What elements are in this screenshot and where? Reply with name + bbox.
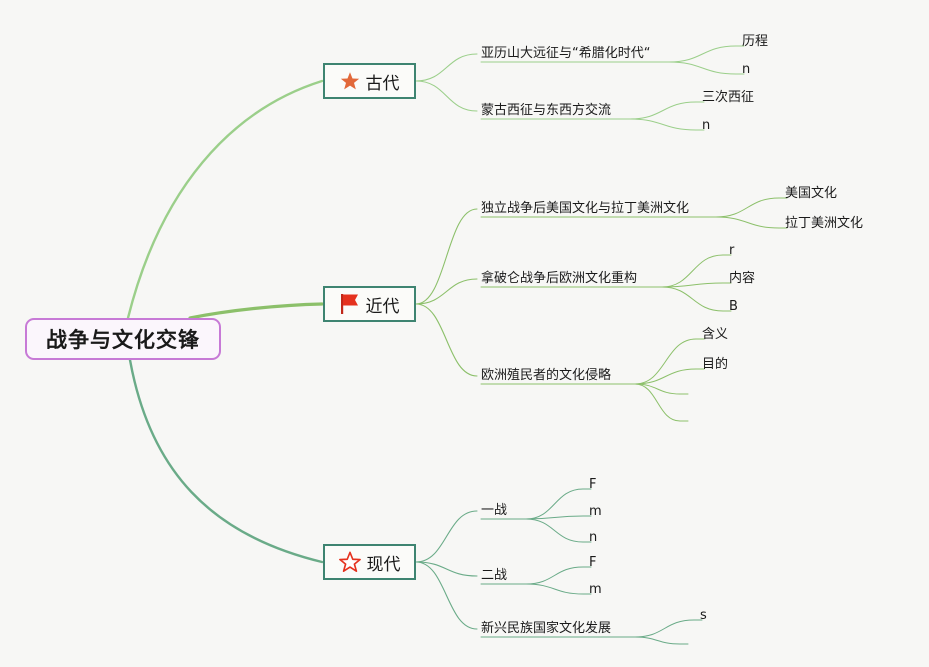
topic-new-nations[interactable]: 新兴民族国家文化发展 [481, 621, 612, 636]
connector-line [415, 561, 478, 630]
connector-line [415, 303, 478, 377]
leaf-item[interactable]: 三次西征 [702, 90, 755, 105]
connector-line [634, 636, 681, 645]
connector-line [668, 45, 737, 63]
connector-line [415, 561, 478, 577]
connector-line [661, 254, 724, 288]
leaf-item[interactable]: r [729, 243, 735, 258]
leaf-item[interactable]: 含义 [702, 327, 729, 342]
root-topic-label: 战争与文化交锋 [46, 328, 200, 352]
connector-line [661, 282, 724, 288]
leaf-item[interactable]: 美国文化 [785, 186, 838, 201]
era-label: 近代 [365, 296, 400, 317]
connector-line [188, 302, 324, 320]
connector-line [629, 118, 697, 131]
leaf-item[interactable]: 拉丁美洲文化 [785, 216, 864, 231]
leaf-item[interactable]: 内容 [729, 271, 756, 286]
connector-line [415, 510, 478, 563]
connector-line [525, 488, 584, 520]
connector-line [415, 53, 478, 82]
connector-line [661, 286, 724, 312]
connector-line [126, 79, 324, 320]
leaf-item[interactable]: n [589, 530, 598, 545]
leaf-item[interactable]: 历程 [742, 34, 769, 49]
topic-independence[interactable]: 独立战争后美国文化与拉丁美洲文化 [481, 201, 690, 216]
connector-line [415, 208, 478, 305]
connector-line [128, 358, 324, 564]
connector-line [634, 619, 695, 638]
connector-line [525, 566, 584, 585]
leaf-item[interactable]: 目的 [702, 357, 729, 372]
leaf-item[interactable]: n [702, 118, 711, 133]
connector-line [668, 61, 737, 75]
connector-line [525, 518, 584, 543]
connector-line [634, 383, 681, 422]
leaf-item[interactable]: F [589, 555, 597, 570]
era-modern-early[interactable]: 近代 [323, 286, 416, 322]
star-outline-icon [338, 551, 361, 573]
connector-line [525, 583, 584, 595]
connector-line [634, 368, 697, 385]
topic-ww2[interactable]: 二战 [481, 568, 508, 583]
star-filled-icon [340, 71, 360, 91]
leaf-item[interactable]: B [729, 299, 738, 314]
leaf-item[interactable]: F [589, 477, 597, 492]
connector-line [525, 515, 584, 520]
leaf-item[interactable]: m [589, 582, 602, 597]
era-ancient[interactable]: 古代 [323, 63, 416, 99]
era-contemporary[interactable]: 现代 [323, 544, 416, 580]
topic-napoleon[interactable]: 拿破仑战争后欧洲文化重构 [481, 271, 638, 286]
flag-icon [340, 293, 360, 315]
era-label: 古代 [365, 73, 400, 94]
connector-line [415, 80, 478, 112]
connector-line [715, 197, 780, 218]
leaf-item[interactable]: s [700, 608, 707, 623]
leaf-item[interactable]: n [742, 62, 751, 77]
topic-alexander[interactable]: 亚历山大远征与“希腊化时代“ [481, 46, 651, 61]
connector-line [634, 338, 697, 385]
leaf-item[interactable]: m [589, 504, 602, 519]
root-topic[interactable]: 战争与文化交锋 [25, 318, 221, 360]
topic-colonial[interactable]: 欧洲殖民者的文化侵略 [481, 368, 612, 383]
era-label: 现代 [366, 554, 401, 575]
connector-line [629, 101, 697, 120]
connector-line [715, 216, 780, 229]
topic-ww1[interactable]: 一战 [481, 503, 508, 518]
topic-mongol[interactable]: 蒙古西征与东西方交流 [481, 103, 612, 118]
connector-line [415, 278, 478, 305]
